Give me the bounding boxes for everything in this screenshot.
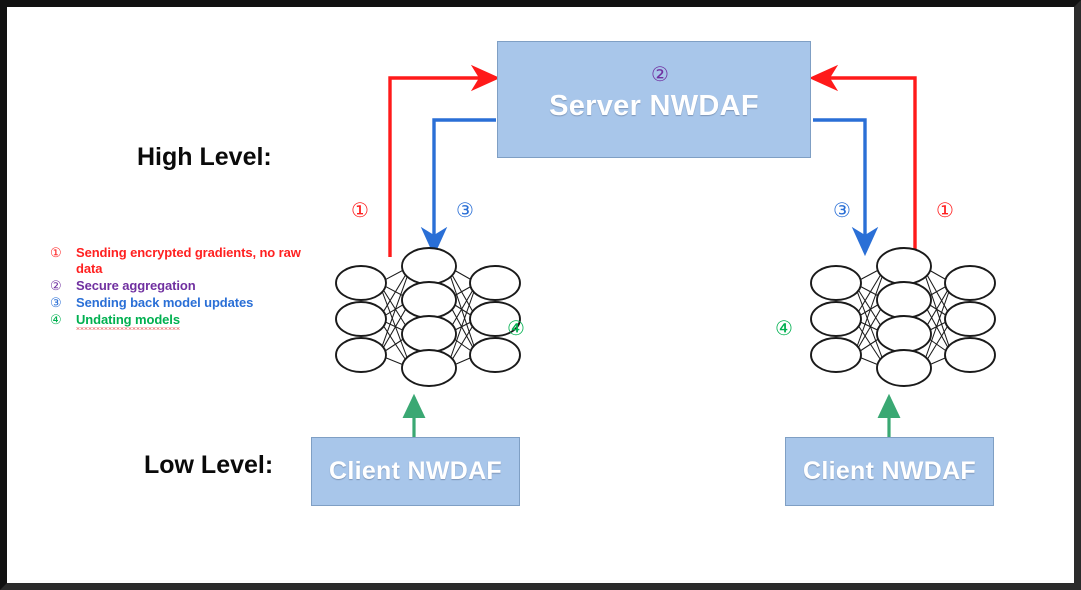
legend-label-2: Secure aggregation	[76, 278, 196, 293]
legend-num-3: ③	[50, 295, 62, 310]
legend-label-3: Sending back model updates	[76, 295, 254, 310]
left-neural-network	[335, 247, 521, 387]
legend-num-2: ②	[50, 278, 62, 293]
connector-layer	[388, 64, 917, 437]
arrow-right-server-to-network	[813, 118, 879, 257]
diagram-stage: Server NWDAF ② Client NWDAF Client NWDAF…	[7, 7, 1074, 583]
client-nwdaf-label-right: Client NWDAF	[802, 457, 977, 485]
step-badge-left-send-gradients: ①	[351, 200, 369, 222]
arrow-left-server-to-network	[420, 118, 496, 257]
legend-num-1: ①	[50, 245, 62, 260]
client-nwdaf-box-right[interactable]: Client NWDAF	[785, 437, 994, 506]
legend-num-4: ④	[50, 312, 62, 327]
neural-network-layer	[335, 247, 996, 387]
step-badge-right-updating-models: ④	[775, 318, 793, 340]
legend-label-4: Undating models	[76, 312, 180, 330]
low-level-heading: Low Level:	[144, 451, 274, 479]
server-nwdaf-box[interactable]: Server NWDAF	[497, 41, 811, 158]
arrow-left-gradients-to-server	[388, 64, 501, 257]
legend-label-1: Sending encrypted gradients, no raw data	[76, 245, 301, 276]
high-level-heading: High Level:	[137, 143, 272, 171]
step-badge-left-updating-models: ④	[507, 318, 525, 340]
server-nwdaf-label: Server NWDAF	[549, 90, 759, 122]
client-nwdaf-box-left[interactable]: Client NWDAF	[311, 437, 520, 506]
step-badge-right-send-gradients: ①	[936, 200, 954, 222]
step-badge-right-model-updates: ③	[833, 200, 851, 222]
client-nwdaf-label-left: Client NWDAF	[328, 457, 503, 485]
step-badge-secure-aggregation: ②	[651, 64, 669, 86]
arrow-right-gradients-to-server	[808, 64, 917, 257]
legend-item: ① Sending encrypted gradients, no raw da…	[47, 245, 315, 277]
legend: ① Sending encrypted gradients, no raw da…	[47, 245, 315, 331]
legend-item: ③ Sending back model updates	[47, 295, 315, 311]
legend-item: ④ Undating models	[47, 312, 315, 330]
legend-item: ② Secure aggregation	[47, 278, 315, 294]
step-badge-left-model-updates: ③	[456, 200, 474, 222]
right-neural-network	[810, 247, 996, 387]
